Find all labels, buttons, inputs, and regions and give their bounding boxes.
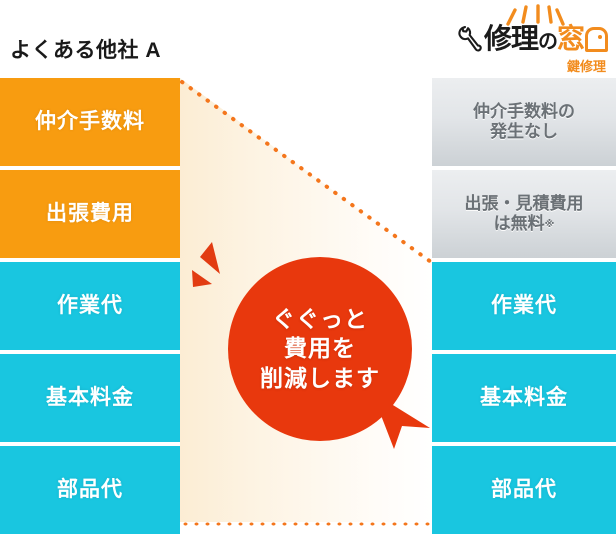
cost-cell-label: 基本料金 [480, 385, 568, 409]
cost-cell: 仲介手数料 [0, 78, 180, 166]
cost-cell-label: 仲介手数料の発生なし [473, 101, 575, 141]
cost-cell-label: 作業代 [57, 293, 123, 317]
dotted-bottom-guide [180, 518, 433, 526]
cost-cell: 部品代 [0, 446, 180, 534]
cost-cell: 部品代 [432, 446, 616, 534]
logo-wordmark: 修理 の 窓 [438, 22, 608, 56]
cost-cell-label: 部品代 [57, 477, 123, 501]
logo-kanji-mado: 窓 [556, 23, 585, 54]
wrench-icon [458, 25, 482, 52]
competitor-cost-column: 仲介手数料出張費用作業代基本料金部品代 [0, 78, 180, 538]
cost-cell: 出張・見積費用は無料※ [432, 170, 616, 258]
logo-kana-no: の [537, 30, 558, 53]
cost-cell: 作業代 [432, 262, 616, 350]
cost-cell-label: 仲介手数料 [35, 109, 145, 133]
brand-logo: 修理 の 窓 鍵修理 [438, 4, 608, 74]
cost-cell: 出張費用 [0, 170, 180, 258]
logo-kanji-shuri: 修理 [483, 23, 539, 54]
savings-callout-bubble: ぐぐっと費用を削減します [228, 257, 412, 441]
door-window-icon [585, 26, 608, 52]
sparkle-rays-icon [506, 4, 565, 26]
impact-spark-icon [192, 242, 220, 287]
cost-cell: 基本料金 [432, 354, 616, 442]
cost-cell-label: 部品代 [491, 477, 557, 501]
our-cost-column: 仲介手数料の発生なし出張・見積費用は無料※ 作業代基本料金部品代 [432, 78, 616, 538]
cost-cell: 基本料金 [0, 354, 180, 442]
cost-cell-label: 基本料金 [46, 385, 134, 409]
page-title: よくある他社 A [10, 39, 161, 62]
logo-subtitle: 鍵修理 [566, 59, 606, 74]
cost-cell: 作業代 [0, 262, 180, 350]
savings-callout-text: ぐぐっと費用を削減します [260, 305, 380, 391]
cost-cell-label: 出張・見積費用は無料※ [464, 193, 584, 233]
cost-cell-label: 作業代 [491, 293, 557, 317]
cost-cell-label: 出張費用 [46, 201, 134, 225]
footnote-mark: ※ [544, 219, 555, 230]
cost-cell: 仲介手数料の発生なし [432, 78, 616, 166]
